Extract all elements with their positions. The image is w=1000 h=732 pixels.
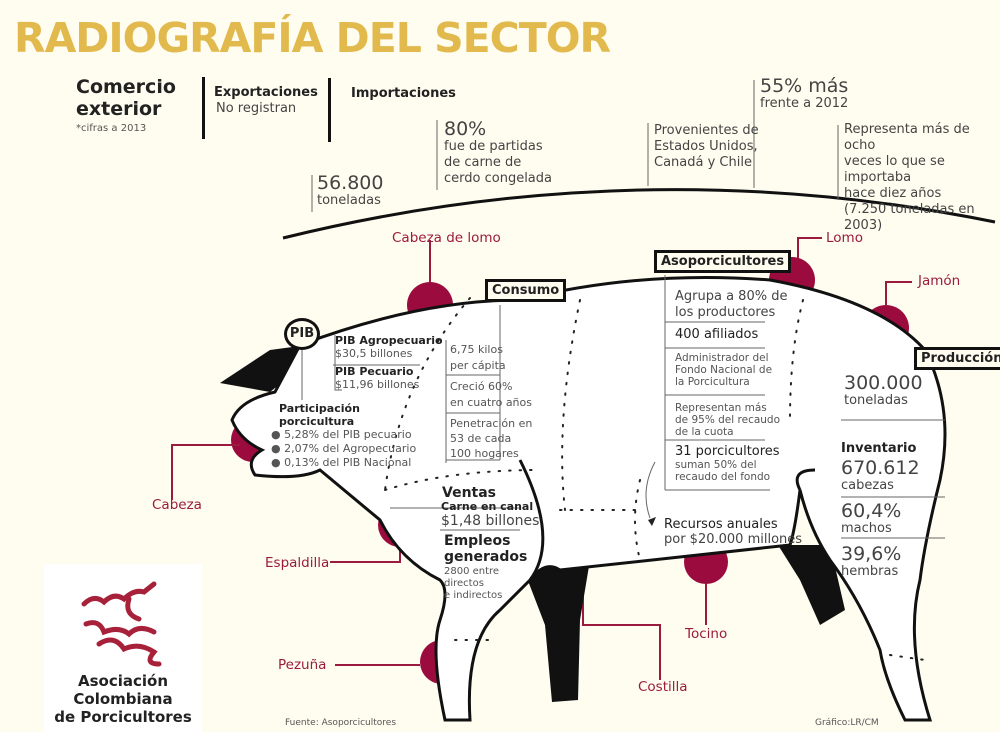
grafico-credit: Gráfico:LR/CM — [815, 718, 879, 728]
import-ticks — [311, 80, 839, 212]
label-pezuna: Pezuña — [278, 657, 327, 673]
pib-participacion: Participación porcicultura ● 5,28% del P… — [271, 402, 417, 469]
import-arc — [282, 188, 996, 240]
consumo-label: Consumo — [485, 279, 567, 302]
inventario-label: Inventario — [841, 441, 917, 456]
ventas-label: Ventas — [442, 485, 497, 501]
label-costilla: Costilla — [638, 679, 688, 695]
aso-recursos-value: por $20.000 millones — [664, 532, 803, 547]
produccion-label: Producción — [914, 347, 1000, 370]
machos-value: 60,4%machos — [841, 500, 902, 536]
exportaciones-label: Exportaciones — [214, 85, 318, 100]
ventas-value: $1,48 billones — [441, 513, 540, 529]
pig-body — [230, 276, 947, 722]
divider — [328, 78, 331, 142]
aso-porcicultores: 31 porcicultores — [675, 444, 780, 459]
pib-pecuario: PIB Pecuario$11,96 billones — [335, 365, 420, 391]
consumo-item: Creció 60%en cuatro años — [450, 380, 532, 409]
logo-mark-icon — [81, 581, 162, 667]
cut-lines — [384, 297, 926, 661]
label-cabeza-lomo: Cabeza de lomo — [392, 230, 501, 246]
fuente: Fuente: Asoporcicultores — [285, 718, 397, 728]
importaciones-label: Importaciones — [351, 86, 456, 101]
aso-recursos: Recursos anuales — [664, 517, 778, 532]
asoporcicultores-label: Asoporcicultores — [654, 250, 792, 273]
label-tocino: Tocino — [685, 626, 728, 642]
hembras-value: 39,6%hembras — [841, 543, 902, 579]
pig-back-leg-right — [778, 545, 845, 625]
label-jamon: Jamón — [918, 273, 961, 289]
label-lomo: Lomo — [826, 230, 863, 246]
label-cabeza: Cabeza — [152, 497, 202, 513]
aso-afiliados: 400 afiliados — [675, 327, 759, 342]
page-title: RADIOGRAFÍA DEL SECTOR — [14, 14, 611, 62]
comercio-note: *cifras a 2013 — [76, 123, 147, 134]
pig-back-leg-left — [520, 560, 590, 702]
pib-agro: PIB Agropecuario$30,5 billones — [335, 334, 443, 360]
label-espaldilla: Espaldilla — [265, 555, 330, 571]
pig-ear — [220, 346, 310, 392]
pib-badge: PIB — [284, 318, 320, 350]
divider — [202, 77, 205, 139]
ventas-sub: Carne en canal — [441, 500, 534, 513]
exportaciones-value: No registran — [216, 101, 297, 116]
cut-leaders — [171, 237, 912, 680]
